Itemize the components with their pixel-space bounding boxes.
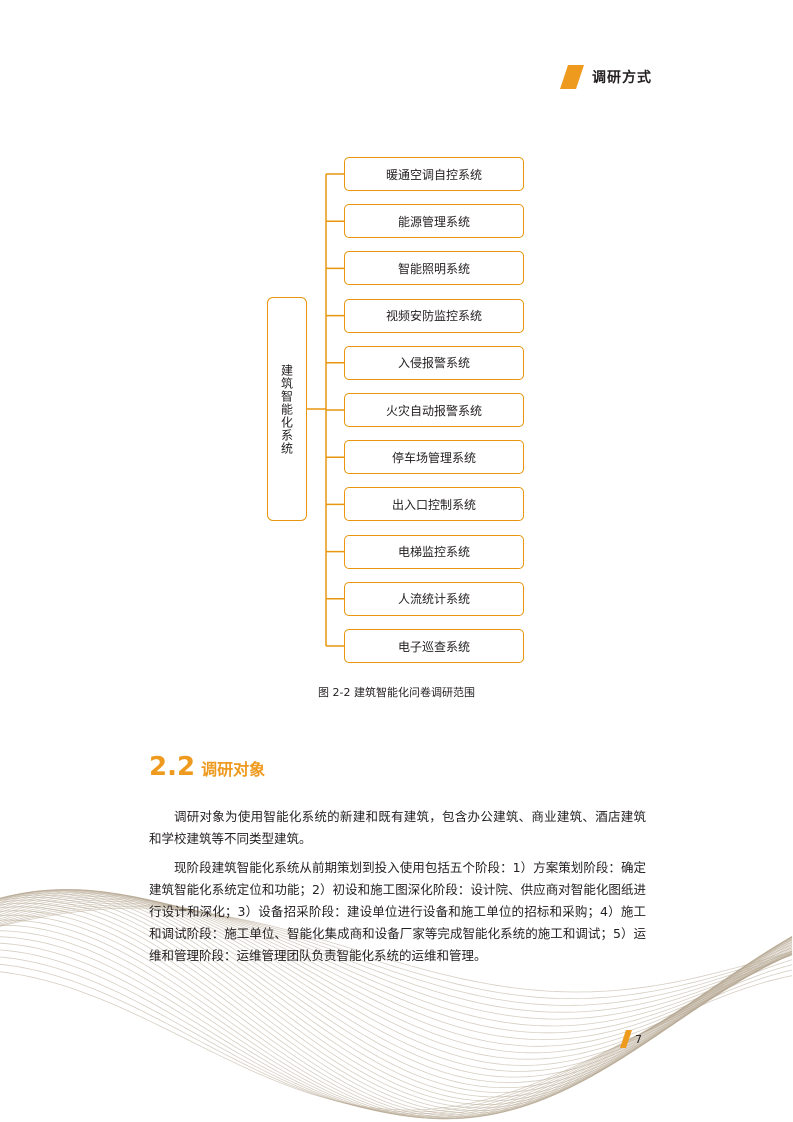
body-paragraph: 现阶段建筑智能化系统从前期策划到投入使用包括五个阶段：1）方案策划阶段：确定建筑… [149, 860, 646, 963]
diagram-node: 出入口控制系统 [344, 487, 524, 522]
diagram-node: 火灾自动报警系统 [344, 393, 524, 427]
diagram-node: 智能照明系统 [344, 251, 524, 286]
diagram-node: 入侵报警系统 [344, 345, 524, 380]
diagram-node: 视频安防监控系统 [344, 298, 524, 333]
diagram-connectors [307, 173, 344, 647]
wave-line [0, 906, 793, 1118]
diagram-node: 暖通空调自控系统 [344, 157, 524, 191]
wave-line [0, 949, 793, 1116]
wave-line [0, 894, 793, 1109]
wave-line [0, 956, 793, 1115]
wave-line [0, 906, 793, 999]
body-paragraph: 调研对象为使用智能化系统的新建和既有建筑，包含办公建筑、商业建筑、酒店建筑和学校… [149, 809, 646, 846]
wave-line [0, 963, 793, 1113]
header-accent-mark [560, 65, 584, 89]
page-header: 调研方式 [560, 64, 652, 90]
wave-line [0, 904, 793, 1006]
wave-line [0, 971, 793, 1111]
decorative-wave-background [0, 888, 793, 1120]
wave-line [0, 896, 793, 1112]
page-number: 7 [635, 1032, 642, 1046]
section-title: 调研对象 [201, 760, 266, 779]
diagram-root-node: 建筑智能化系统 [267, 297, 307, 521]
section-number: 2.2 [149, 752, 196, 782]
wave-line [0, 892, 793, 1105]
wave-line [0, 899, 793, 1114]
system-scope-diagram: 建筑智能化系统 暖通空调自控系统能源管理系统智能照明系统视频安防监控系统入侵报警… [267, 157, 524, 663]
diagram-node: 停车场管理系统 [344, 440, 524, 475]
diagram-node: 电子巡查系统 [344, 629, 524, 663]
figure-caption: 图 2-2 建筑智能化问卷调研范围 [318, 686, 475, 699]
header-title: 调研方式 [592, 70, 652, 86]
diagram-node: 能源管理系统 [344, 204, 524, 239]
wave-line [0, 901, 793, 1020]
wave-line [0, 907, 793, 993]
wave-line [0, 942, 793, 1117]
diagram-node: 人流统计系统 [344, 581, 524, 616]
wave-line [0, 902, 793, 1116]
section-heading: 2.2 调研对象 [149, 752, 265, 782]
wave-line [0, 899, 793, 1027]
wave-line [0, 914, 793, 1119]
page-footer: 7 [620, 1030, 642, 1048]
wave-line [0, 910, 793, 1119]
diagram-node: 电梯监控系统 [344, 534, 524, 569]
diagram-root-label: 建筑智能化系统 [279, 363, 294, 455]
footer-accent-mark [620, 1030, 632, 1048]
